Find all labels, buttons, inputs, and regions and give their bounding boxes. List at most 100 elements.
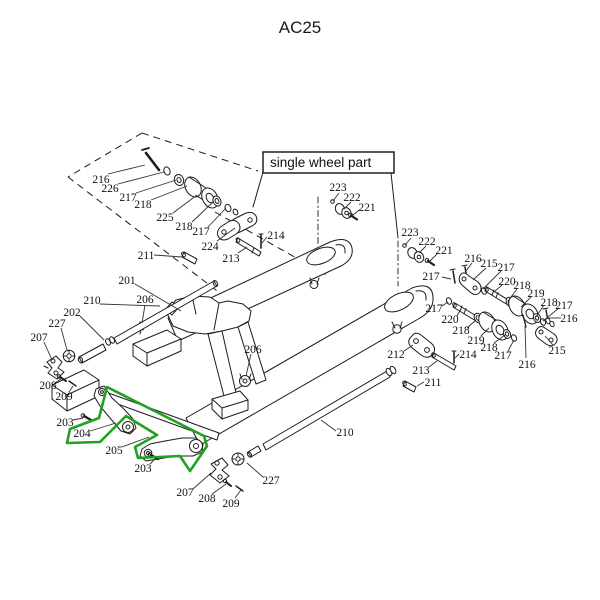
part-label-220: 220 — [441, 314, 459, 326]
part-label-222: 222 — [343, 192, 361, 204]
leader-line-222 — [418, 245, 427, 254]
part-label-223: 223 — [401, 227, 419, 239]
tiller-rod-210-lower — [246, 365, 397, 458]
ring-217 — [510, 334, 518, 342]
leader-line-216 — [465, 262, 473, 272]
part-label-210: 210 — [336, 427, 354, 439]
single-wheel-part-callout: single wheel part — [262, 151, 395, 174]
leader-line-219 — [480, 327, 490, 337]
part-label-216: 216 — [464, 253, 482, 265]
part-label-221: 221 — [435, 245, 453, 257]
pin-209-upper — [68, 380, 77, 387]
leader-line-215 — [472, 267, 487, 281]
part-label-207: 207 — [176, 487, 194, 499]
roller-225 — [184, 176, 219, 209]
part-label-209: 209 — [55, 391, 73, 403]
screw-223 — [330, 199, 335, 204]
leader-line-214 — [454, 353, 460, 359]
u-joint-207-lower — [209, 457, 230, 484]
ring-217 — [163, 166, 171, 176]
leader-line-204 — [89, 422, 117, 432]
leader-line-217 — [507, 339, 515, 352]
part-label-215: 215 — [548, 345, 566, 357]
leader-line-213 — [428, 360, 438, 368]
leader-line-217 — [135, 179, 177, 194]
leader-line-213 — [237, 246, 248, 254]
leader-line-223 — [404, 237, 412, 246]
leader-line-216 — [107, 164, 146, 175]
part-label-206: 206 — [136, 294, 154, 306]
leader-line-208 — [211, 483, 227, 495]
part-label-218: 218 — [175, 221, 193, 233]
leader-line-221 — [429, 253, 438, 262]
pin-214 — [258, 233, 264, 249]
part-label-214: 214 — [267, 230, 285, 242]
page-title: AC25 — [279, 18, 322, 37]
part-label-203: 203 — [56, 417, 74, 429]
leader-line-201 — [134, 283, 182, 312]
leader-line-227 — [60, 327, 68, 351]
part-label-217: 217 — [422, 271, 440, 283]
leader-line-210 — [99, 303, 161, 307]
link-rod-202 — [77, 343, 107, 364]
pallet-truck-frame — [51, 239, 434, 446]
axle-213 — [235, 237, 262, 257]
part-label-217: 217 — [494, 350, 512, 362]
leader-line-212 — [403, 344, 414, 352]
bracket-224 — [217, 211, 258, 241]
u-joint-207-upper — [43, 355, 65, 380]
part-label-224: 224 — [201, 241, 219, 253]
leader-line-209 — [68, 385, 74, 393]
part-label-227: 227 — [262, 475, 280, 487]
steer-wheel-cluster-left — [317, 196, 359, 245]
leader-line-209 — [234, 489, 242, 499]
leader-line-211 — [416, 381, 425, 387]
pin-214-right — [451, 350, 457, 364]
part-label-216: 216 — [560, 313, 578, 325]
leader-line-217 — [482, 270, 502, 290]
part-label-213: 213 — [412, 365, 430, 377]
part-label-208: 208 — [39, 380, 57, 392]
bolt-203-left — [80, 413, 93, 422]
ring-217 — [224, 203, 232, 213]
part-label-211: 211 — [425, 377, 442, 389]
leader-line-210 — [320, 419, 337, 432]
sprocket-227-upper — [62, 349, 76, 363]
part-label-203: 203 — [134, 463, 152, 475]
leader-line-217 — [207, 207, 227, 228]
pin-216 — [141, 147, 161, 172]
leader-line-225 — [172, 194, 198, 214]
tiller-rod-210-upper — [113, 280, 219, 345]
leader-line-220 — [456, 306, 463, 317]
ring-small — [232, 208, 239, 216]
axle-213-right — [431, 352, 457, 371]
steer-wheel-cluster-right — [397, 240, 436, 287]
sprocket-227-lower — [231, 452, 245, 466]
part-label-204: 204 — [73, 428, 91, 440]
part-label-210: 210 — [83, 295, 101, 307]
part-label-223: 223 — [329, 182, 347, 194]
screw-223 — [402, 243, 407, 248]
part-label-217: 217 — [119, 192, 137, 204]
part-label-207: 207 — [30, 332, 48, 344]
washer-218 — [532, 313, 542, 323]
leader-line-216 — [524, 325, 527, 359]
leader-line-214 — [261, 236, 268, 244]
part-label-218: 218 — [513, 280, 531, 292]
part-label-202: 202 — [63, 307, 81, 319]
part-label-206: 206 — [244, 344, 262, 356]
lift-cradle-box — [132, 329, 182, 367]
rod-211-right — [402, 380, 417, 393]
axle-220-upper — [484, 286, 511, 306]
fork-rear-roller — [309, 277, 320, 289]
leader-line-207 — [192, 472, 212, 490]
part-label-212: 212 — [387, 349, 405, 361]
leader-line-215 — [544, 335, 554, 346]
rod-211 — [181, 251, 198, 265]
fork-front-roller — [391, 321, 403, 334]
leader-line-203 — [72, 417, 84, 421]
leader-line-218 — [493, 334, 506, 344]
nut-218 — [173, 174, 185, 186]
part-label-221: 221 — [358, 202, 376, 214]
